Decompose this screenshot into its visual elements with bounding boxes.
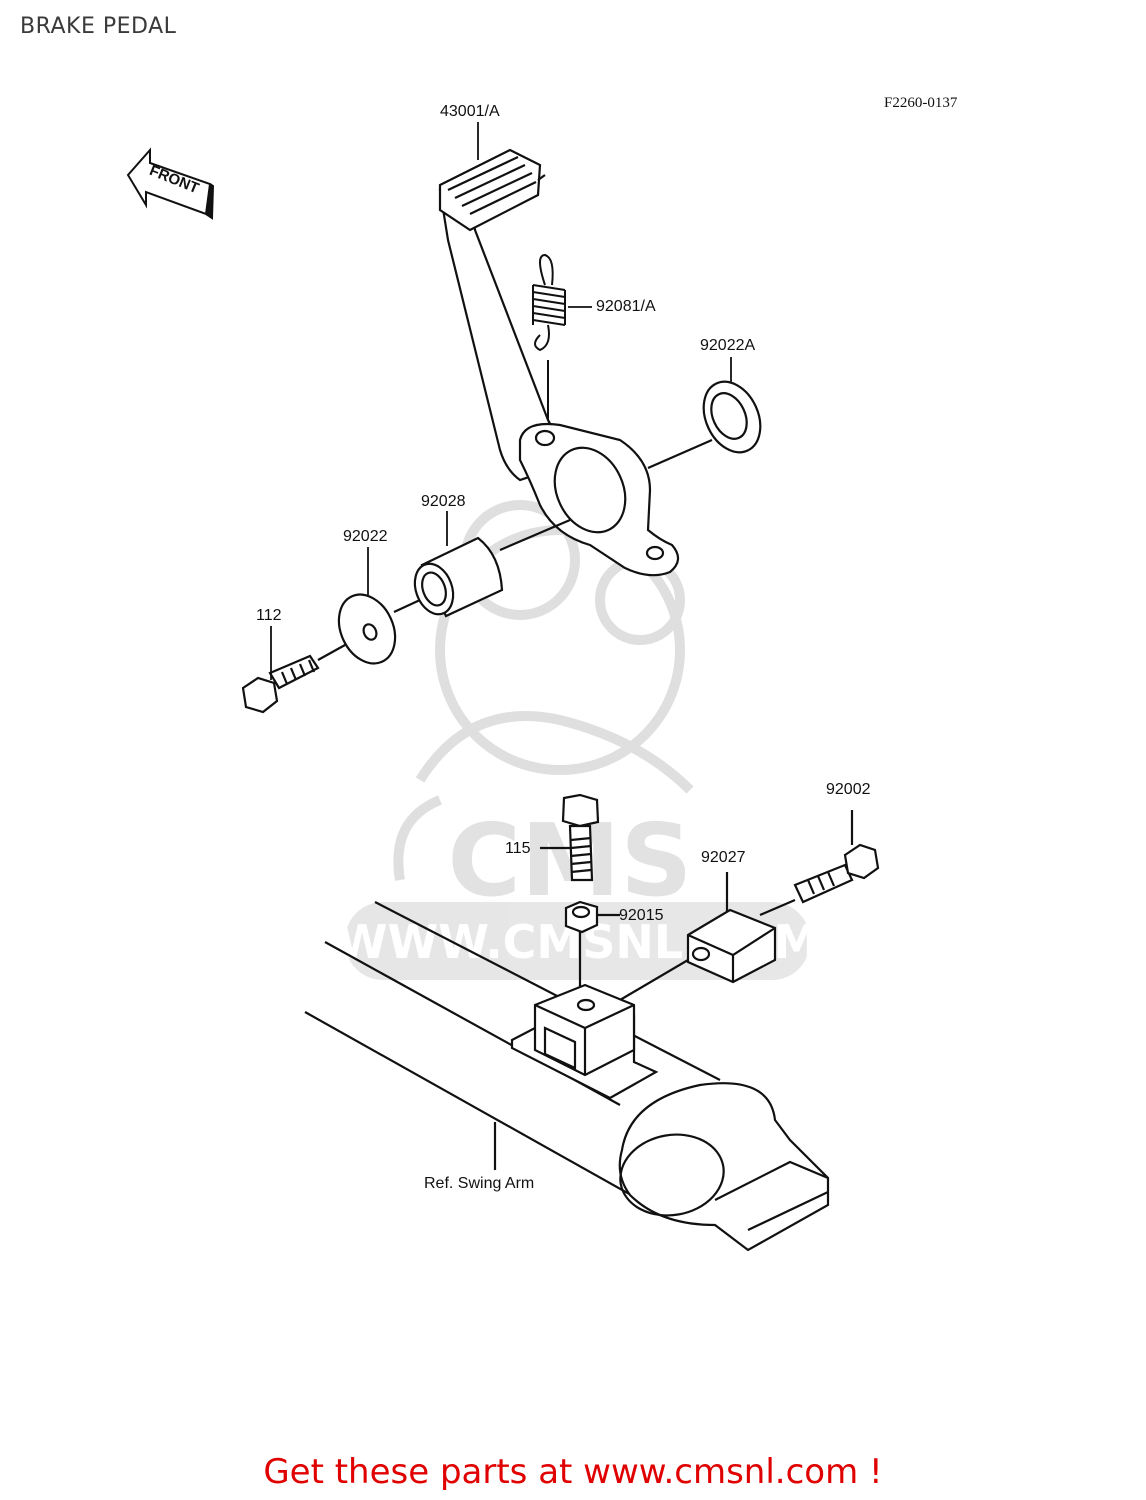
page-title: BRAKE PEDAL bbox=[20, 14, 177, 39]
leader-lines bbox=[270, 122, 732, 680]
callout-nut: 92015 bbox=[619, 907, 664, 924]
return-spring-part bbox=[532, 253, 566, 420]
brake-pedal-part bbox=[438, 148, 680, 577]
front-arrow-icon: FRONT bbox=[126, 147, 215, 220]
mounting-block-part bbox=[619, 872, 777, 1001]
callout-washer: 92022 bbox=[343, 528, 388, 545]
washer-part bbox=[337, 593, 421, 665]
swing-arm-part bbox=[304, 901, 830, 1252]
bolt-115-part bbox=[540, 793, 600, 882]
callout-mounting-block: 92027 bbox=[701, 849, 746, 866]
callout-bolt-115: 115 bbox=[505, 840, 531, 857]
callout-bolt-92002: 92002 bbox=[826, 781, 871, 798]
footer-cta-link[interactable]: Get these parts at www.cmsnl.com ! bbox=[263, 1452, 883, 1492]
figure-code: F2260-0137 bbox=[884, 95, 958, 111]
collar-part bbox=[413, 518, 571, 618]
bolt-112-part bbox=[241, 644, 346, 714]
bolt-92002-part bbox=[759, 810, 880, 917]
callout-large-washer: 92022A bbox=[700, 337, 756, 354]
callout-bolt-112: 112 bbox=[256, 607, 282, 624]
callout-spring: 92081/A bbox=[596, 298, 656, 315]
callout-collar: 92028 bbox=[421, 493, 466, 510]
callout-brake-pedal: 43001/A bbox=[440, 103, 500, 120]
callout-swing-arm: Ref. Swing Arm bbox=[424, 1175, 535, 1192]
large-washer-part bbox=[647, 380, 762, 470]
